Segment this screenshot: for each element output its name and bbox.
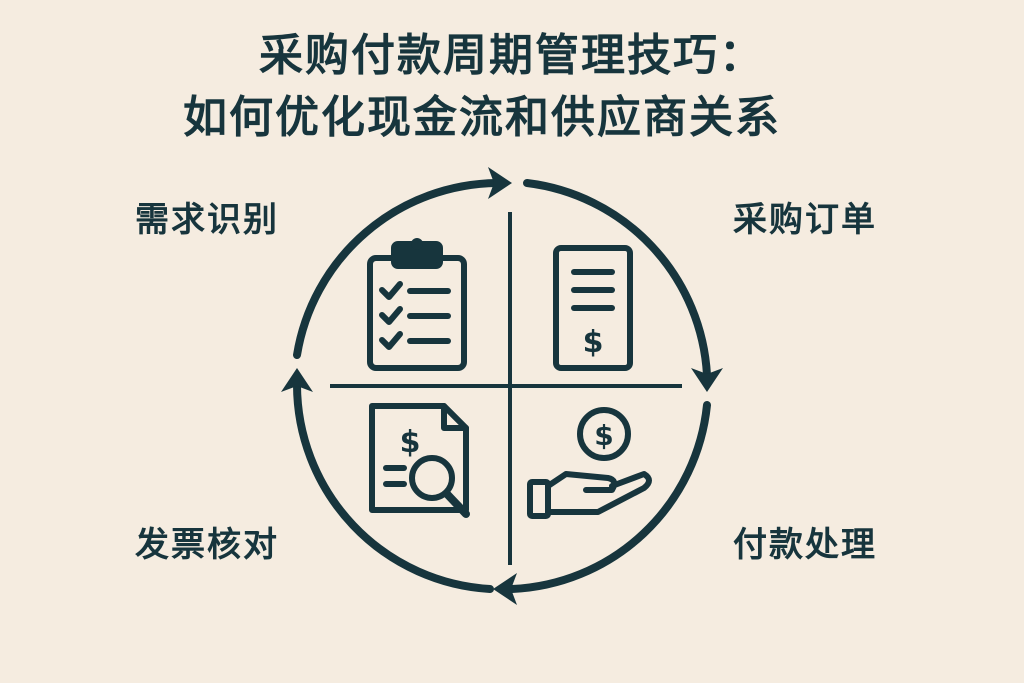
dollar-sign-icon: $ [583, 325, 604, 360]
arrowhead-right [691, 368, 723, 392]
invoice-magnifier-icon [369, 403, 470, 518]
stage-label-demand-identification: 需求识别 [135, 200, 279, 240]
stage-label-payment-processing: 付款处理 [733, 525, 877, 565]
cycle-arrow-top-right [523, 179, 711, 379]
stage-label-purchase-order: 采购订单 [733, 200, 877, 240]
arrowhead-bottom [493, 573, 517, 605]
purchase-order-document-icon [553, 245, 633, 371]
arrowhead-left [281, 368, 313, 392]
cycle-arrow-bottom-left [293, 381, 494, 593]
invoice-dollar-icon: $ [400, 425, 421, 460]
page-title-line-2: 如何优化现金流和供应商关系 [183, 92, 781, 143]
cycle-arrow-bottom-right [508, 401, 711, 593]
cycle-arrow-top-left [293, 179, 501, 359]
coin-dollar-icon: $ [594, 419, 613, 452]
clipboard-checklist-icon [367, 238, 467, 371]
arrowhead-top [488, 167, 512, 199]
hand-holding-coin-icon [527, 407, 652, 519]
page-title-line-1: 采购付款周期管理技巧： [259, 30, 765, 81]
stage-label-invoice-verification: 发票核对 [135, 525, 279, 565]
